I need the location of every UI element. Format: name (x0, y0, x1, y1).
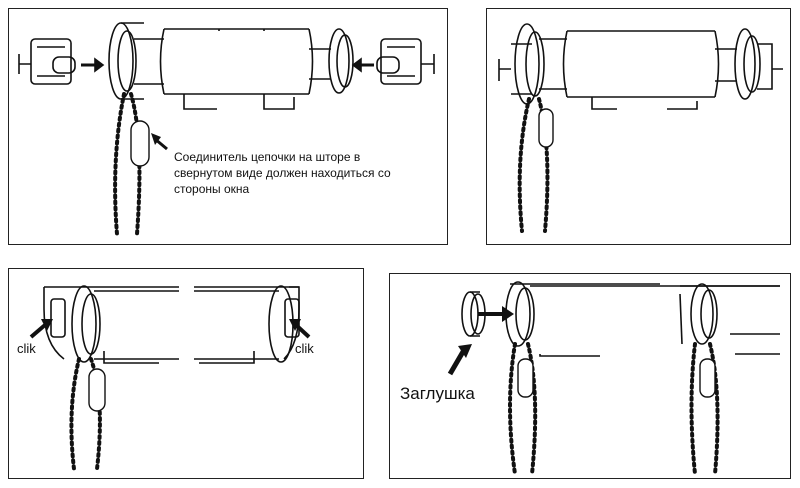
step-2-panel (486, 8, 791, 245)
left-mounted-bracket (498, 23, 567, 105)
arrow-head-icon (94, 57, 105, 73)
step-1-panel: Соединитель цепочки на шторе в свернутом… (8, 8, 448, 245)
chain-connector (130, 120, 150, 167)
roller-tube (562, 30, 720, 110)
arrow-head-icon (458, 344, 472, 358)
step-4-panel: Заглушка (389, 273, 791, 479)
click-label-right: clik (295, 341, 314, 356)
arrow-up-icon (447, 348, 467, 376)
chain-connector (88, 368, 106, 412)
left-clipped-bracket (43, 285, 101, 363)
step-4-illustration (447, 281, 780, 476)
arrow-head-icon (351, 57, 362, 73)
left-end-cap (108, 22, 164, 100)
left-wall-bracket (18, 38, 76, 85)
right-bracket (679, 283, 780, 355)
end-cap-label: Заглушка (400, 384, 475, 403)
arrow-icon (29, 323, 47, 339)
arrow-head-icon (502, 306, 514, 322)
click-label-left: clik (17, 341, 36, 356)
chain-connector-note: Соединитель цепочки на шторе в свернутом… (174, 150, 391, 196)
roller-tube (159, 28, 314, 110)
left-bracket (505, 281, 780, 357)
right-mounted-bracket (715, 28, 783, 100)
arrow-icon (294, 323, 311, 339)
arrow-head-icon (41, 319, 53, 331)
bead-chain (113, 92, 150, 236)
roller-tube (94, 290, 279, 364)
step-1-illustration (18, 22, 435, 236)
step-3-panel: clik clik (8, 268, 364, 479)
bead-chain (517, 97, 554, 233)
end-cap-plug (461, 291, 486, 337)
arrow-head-icon (289, 319, 301, 331)
bead-chain (69, 357, 106, 471)
right-end-cap (309, 28, 354, 94)
arrow-head-icon (151, 133, 161, 145)
step-3-illustration (29, 285, 311, 471)
step-2-illustration (498, 23, 783, 233)
bead-chain (508, 342, 720, 476)
chain-connector (538, 108, 554, 148)
right-wall-bracket (376, 38, 435, 85)
